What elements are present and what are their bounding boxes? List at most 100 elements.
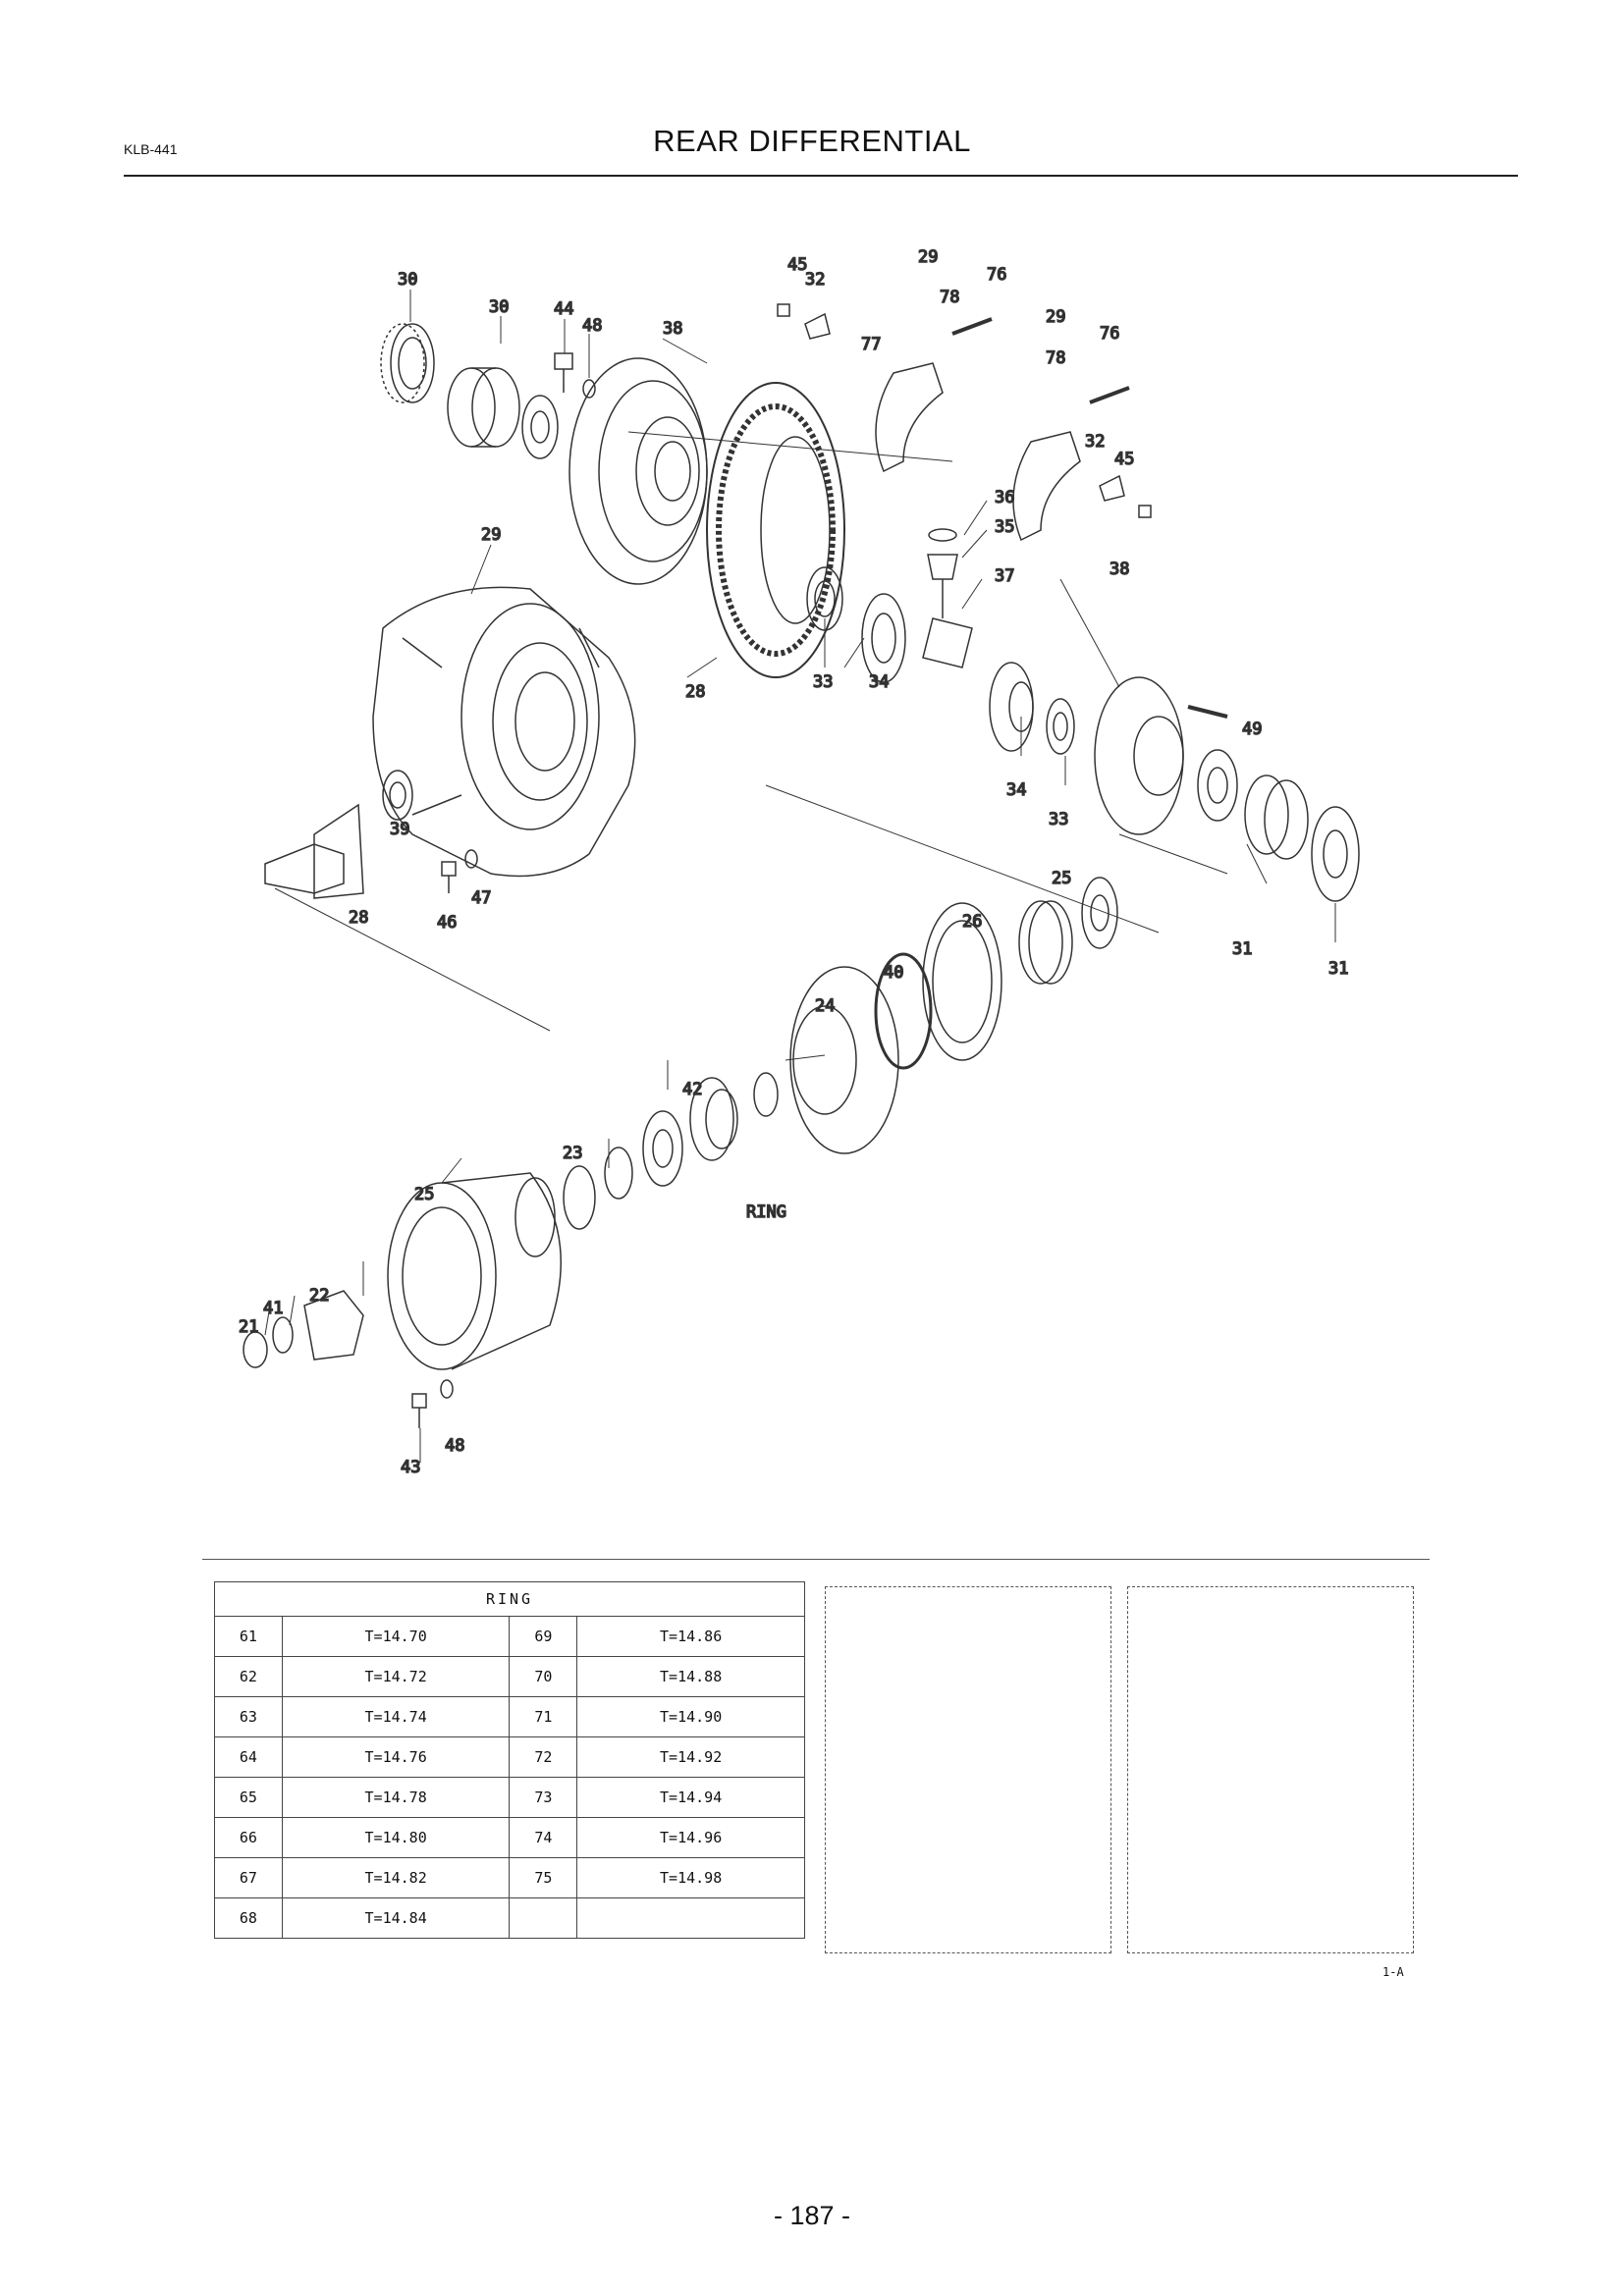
part-bolt-46 <box>441 861 457 893</box>
thickness: T=14.76 <box>281 1736 511 1778</box>
callout: 28 <box>349 908 368 928</box>
sheet-reference: 1-A <box>1382 1965 1404 1979</box>
thickness: T=14.70 <box>281 1616 511 1657</box>
ring-thickness-table: RING 61 T=14.70 69 T=14.86 62 T=14.72 70… <box>214 1581 805 1939</box>
part-no: 69 <box>509 1616 578 1657</box>
part-washer-47 <box>464 849 478 869</box>
part-seal-27 <box>1081 877 1118 949</box>
table-row: 65 T=14.78 73 T=14.94 <box>214 1777 805 1818</box>
callout: 32 <box>1085 432 1105 452</box>
callout: 76 <box>987 265 1006 285</box>
part-ring-gear-28 <box>706 382 845 678</box>
callout: 37 <box>995 566 1014 586</box>
callout: 44 <box>554 299 573 319</box>
empty-dashed-box <box>825 1586 1111 1953</box>
part-no <box>509 1897 578 1939</box>
callout: 29 <box>918 247 938 267</box>
part-no: 65 <box>214 1777 283 1818</box>
part-no: 64 <box>214 1736 283 1778</box>
part-bolt-43 <box>411 1393 427 1428</box>
page-number: - 187 - <box>773 2201 851 2230</box>
callout: 32 <box>805 270 825 290</box>
callout: 38 <box>663 319 682 339</box>
part-case-half-38b <box>1094 676 1184 835</box>
callout: 24 <box>815 996 835 1016</box>
part-lock-plate-32a <box>804 312 831 340</box>
part-bearing-cap-29a <box>875 362 944 473</box>
part-seal-31 <box>380 323 435 403</box>
part-yoke-22 <box>303 1290 364 1361</box>
callout: 21 <box>239 1317 258 1337</box>
header-rule <box>124 175 1518 177</box>
part-washer-36 <box>928 528 957 542</box>
part-bearing-cone-30 <box>521 395 559 459</box>
part-no: 72 <box>509 1736 578 1778</box>
thickness: T=14.98 <box>576 1857 805 1898</box>
callout: 78 <box>940 288 959 307</box>
part-side-gear-34b <box>989 662 1034 752</box>
leader-lines <box>264 290 1336 1463</box>
table-row: 64 T=14.76 72 T=14.92 <box>214 1736 805 1778</box>
callout: 26 <box>962 912 982 932</box>
part-no: 68 <box>214 1897 283 1939</box>
part-bolt-76b <box>1089 386 1130 404</box>
callout: 48 <box>582 316 602 336</box>
part-bearing-cone-42 <box>642 1110 683 1187</box>
callout: 39 <box>390 820 409 839</box>
callout: 33 <box>1049 810 1068 829</box>
thickness: T=14.86 <box>576 1616 805 1657</box>
part-pinion-gear-35 <box>927 554 958 580</box>
table-row: 66 T=14.80 74 T=14.96 <box>214 1817 805 1858</box>
part-retainer-24 <box>789 966 899 1154</box>
part-lock-plate-32b <box>1099 474 1125 502</box>
callout: 33 <box>813 672 833 692</box>
part-ring-shim <box>753 1072 779 1117</box>
callout: 46 <box>437 913 457 933</box>
page-title: REAR DIFFERENTIAL <box>653 124 971 158</box>
table-row: 67 T=14.82 75 T=14.98 <box>214 1857 805 1898</box>
part-seal-31b <box>1311 806 1360 902</box>
thickness: T=14.96 <box>576 1817 805 1858</box>
part-washer-48b <box>440 1379 454 1399</box>
part-no: 66 <box>214 1817 283 1858</box>
part-case-half-38 <box>568 357 708 585</box>
table-row: 62 T=14.72 70 T=14.88 <box>214 1656 805 1697</box>
document-code: KLB-441 <box>124 141 178 157</box>
part-bearing-39 <box>382 770 413 821</box>
callout: 29 <box>481 525 501 545</box>
thickness: T=14.80 <box>281 1817 511 1858</box>
thickness: T=14.82 <box>281 1857 511 1898</box>
table-row: 68 T=14.84 <box>214 1897 805 1939</box>
callout: 31 <box>1328 959 1348 979</box>
part-carrier-housing-29 <box>372 586 636 878</box>
callout: 76 <box>1100 324 1119 344</box>
thickness: T=14.72 <box>281 1656 511 1697</box>
part-bearing-cap-29b <box>1012 431 1081 542</box>
callout: 35 <box>995 517 1014 537</box>
callout: 28 <box>685 682 705 702</box>
part-no: 74 <box>509 1817 578 1858</box>
part-no: 63 <box>214 1696 283 1737</box>
part-bearing-cup-42 <box>689 1077 738 1161</box>
part-spacer-23 <box>604 1147 633 1200</box>
part-bolt-44 <box>554 352 573 393</box>
part-gasket-26 <box>922 902 1002 1061</box>
table-row: 61 T=14.70 69 T=14.86 <box>214 1616 805 1657</box>
part-o-ring-40 <box>874 952 933 1070</box>
callout: 30 <box>489 297 509 317</box>
callout: 31 <box>1232 939 1252 959</box>
callout: 43 <box>401 1458 420 1477</box>
section-divider <box>202 1559 1430 1560</box>
part-side-gear-34 <box>861 593 906 683</box>
empty-dashed-box <box>1127 1586 1414 1953</box>
part-bolt-45b <box>1138 505 1152 518</box>
part-bearing-cone-30b <box>1197 749 1238 822</box>
callout: 45 <box>787 255 807 275</box>
part-thrust-washer-33b <box>1046 698 1075 755</box>
callout: 38 <box>1110 560 1129 579</box>
thickness: T=14.84 <box>281 1897 511 1939</box>
part-bolt-49 <box>1187 705 1228 719</box>
table-row: 63 T=14.74 71 T=14.90 <box>214 1696 805 1737</box>
part-bolt-45a <box>777 303 790 317</box>
part-no: 75 <box>509 1857 578 1898</box>
